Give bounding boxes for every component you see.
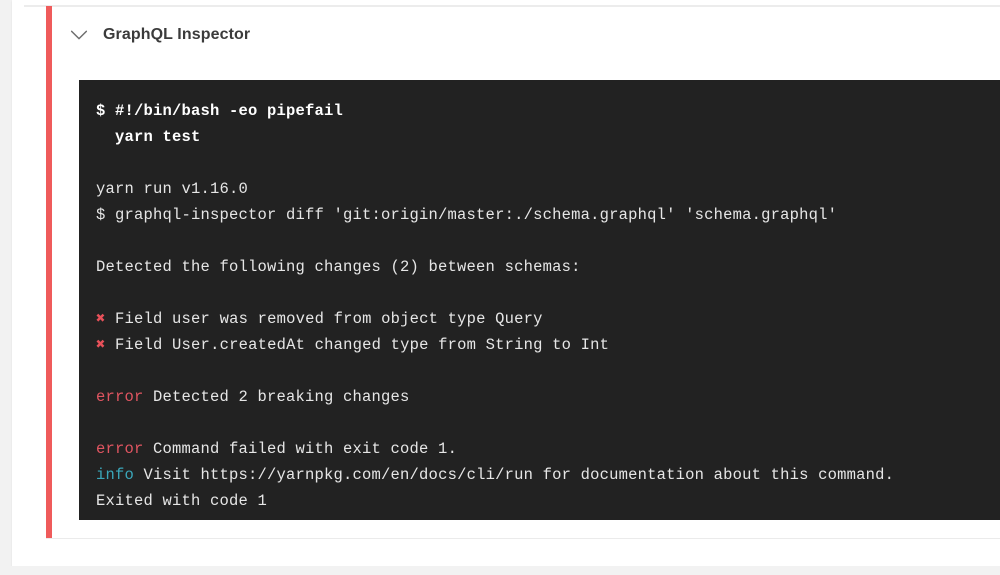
log-line-blank	[79, 358, 1000, 384]
card-top-divider	[24, 5, 1000, 7]
log-line-blank	[79, 410, 1000, 436]
log-line-text: Visit https://yarnpkg.com/en/docs/cli/ru…	[134, 466, 895, 484]
chevron-down-icon[interactable]	[68, 24, 90, 46]
error-label: error	[96, 388, 144, 406]
log-line-text: Detected 2 breaking changes	[143, 388, 410, 406]
log-line: yarn test	[96, 128, 201, 146]
log-line: $ graphql-inspector diff 'git:origin/mas…	[96, 206, 838, 224]
terminal-output[interactable]: $ #!/bin/bash -eo pipefail yarn test yar…	[79, 80, 1000, 520]
log-line: Detected the following changes (2) betwe…	[96, 258, 581, 276]
error-label: error	[96, 440, 144, 458]
step-status-bar	[46, 6, 52, 538]
log-line: $ #!/bin/bash -eo pipefail	[96, 102, 344, 120]
step-header[interactable]: GraphQL Inspector	[68, 18, 250, 52]
error-mark-icon: ✖	[96, 336, 106, 354]
error-mark-icon: ✖	[96, 310, 106, 328]
card-bottom-divider	[46, 538, 1000, 539]
log-line-blank	[79, 228, 1000, 254]
build-step-card: GraphQL Inspector $ #!/bin/bash -eo pipe…	[12, 0, 1000, 566]
log-line-text: Field User.createdAt changed type from S…	[105, 336, 610, 354]
page-bottom-gutter	[0, 566, 1000, 575]
log-line-exit-status: Exited with code 1	[96, 492, 268, 510]
log-line-breaking-change: ✖ Field user was removed from object typ…	[79, 306, 1000, 332]
log-line-error: error Detected 2 breaking changes	[79, 384, 1000, 410]
log-line-text: Field user was removed from object type …	[105, 310, 543, 328]
log-line-error: error Command failed with exit code 1.	[79, 436, 1000, 462]
step-title: GraphQL Inspector	[103, 26, 251, 43]
info-label: info	[96, 466, 135, 484]
page-left-gutter	[0, 0, 12, 575]
log-line-blank	[79, 150, 1000, 176]
log-line: yarn run v1.16.0	[96, 180, 249, 198]
log-line-breaking-change: ✖ Field User.createdAt changed type from…	[79, 332, 1000, 358]
log-line-info: info Visit https://yarnpkg.com/en/docs/c…	[79, 462, 1000, 488]
log-line-blank	[79, 280, 1000, 306]
log-line-text: Command failed with exit code 1.	[143, 440, 458, 458]
